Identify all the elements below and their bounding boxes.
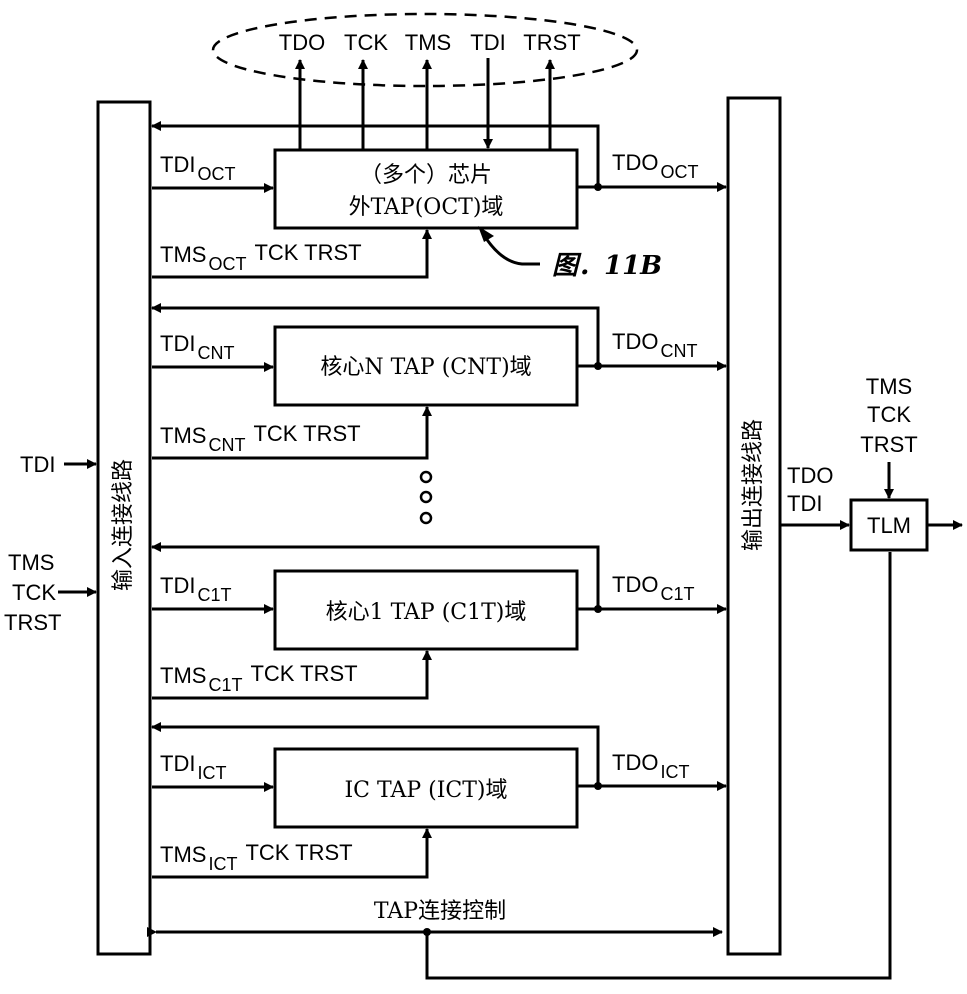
loopback-cnt xyxy=(151,303,600,366)
arrow-tms-cnt xyxy=(152,406,432,460)
domain-box-ict xyxy=(273,747,579,829)
left-input-trst: TRST xyxy=(4,610,61,635)
tap-connection-control-label: TAP连接控制 xyxy=(374,899,506,924)
tlm-tdo-label: TDO xyxy=(787,463,833,488)
ellipsis-dot-1 xyxy=(419,470,433,484)
arrow-tms-ict xyxy=(152,828,432,879)
ellipsis-dot-2 xyxy=(419,490,433,504)
domain-ict-title: IC TAP (ICT)域 xyxy=(344,778,507,803)
external-signal-labels: TDO TCK TMS TDI TRST xyxy=(279,30,581,55)
external-pins-ellipse xyxy=(211,12,639,88)
arrow-tms-oct xyxy=(152,229,432,279)
tlm-tdi-label: TDI xyxy=(787,491,822,516)
output-bus-label: 输出连接线路 xyxy=(741,419,766,551)
domain-box-c1t xyxy=(273,569,579,651)
domain-box-oct xyxy=(273,148,579,230)
ext-signal-tck: TCK xyxy=(344,30,388,55)
domain-box-cnt xyxy=(273,325,579,407)
tlm-input-tms: TMS xyxy=(866,374,912,399)
tlm-label: TLM xyxy=(867,513,911,538)
loopback-oct xyxy=(151,121,600,187)
left-input-tms: TMS xyxy=(8,550,54,575)
figure-ref-label: 图．11B xyxy=(552,251,662,281)
ext-signal-trst: TRST xyxy=(523,30,580,55)
ext-signal-tdi: TDI xyxy=(470,30,505,55)
tlm-control-line xyxy=(425,552,892,980)
loopback-c1t xyxy=(151,542,600,609)
input-bus-label: 输入连接线路 xyxy=(111,459,136,591)
loopback-ict xyxy=(151,722,600,786)
ellipsis-dot-3 xyxy=(419,511,433,525)
domain-cnt-title: 核心N TAP (CNT)域 xyxy=(320,355,531,380)
domain-oct-title-1: （多个）芯片 xyxy=(360,163,492,188)
arrow-tms-c1t xyxy=(152,650,432,700)
tlm-input-tck: TCK xyxy=(867,402,911,427)
domain-c1t-title: 核心1 TAP (C1T)域 xyxy=(326,600,527,625)
tlm-box xyxy=(849,498,929,552)
figure-ref-arrowhead xyxy=(478,226,494,242)
left-input-tdi: TDI xyxy=(20,452,55,477)
ext-signal-tms: TMS xyxy=(405,30,451,55)
left-input-tck: TCK xyxy=(12,580,56,605)
output-connection-bus xyxy=(726,96,782,956)
input-connection-bus xyxy=(96,100,152,956)
tlm-input-trst: TRST xyxy=(860,432,917,457)
ext-signal-tdo: TDO xyxy=(279,30,325,55)
domain-oct-title-2: 外TAP(OCT)域 xyxy=(349,195,504,220)
